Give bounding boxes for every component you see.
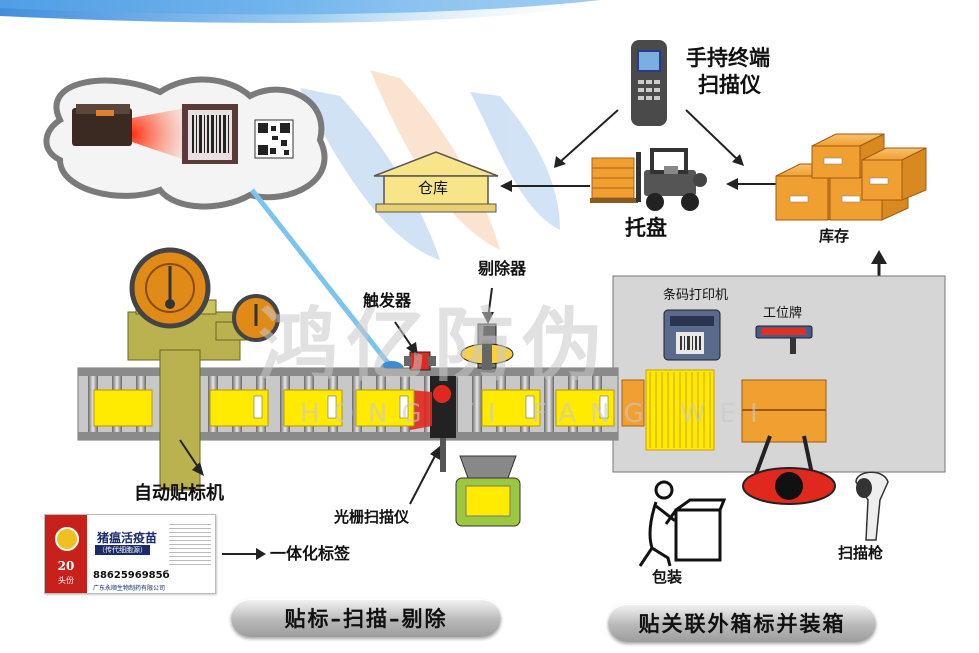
handheld-terminal-label-line1: 手持终端 (686, 46, 770, 70)
conveyor-roller (544, 376, 554, 432)
top-decorative-band-highlight (0, 0, 600, 15)
conveyor-roller (88, 376, 98, 432)
label-product-sub: （传代细胞源） (95, 545, 150, 555)
light-curtain-scanner (410, 376, 456, 472)
pallet-stack-icon (590, 157, 638, 203)
light-curtain-scanner-label: 光栅扫描仪 (334, 508, 410, 526)
worker-top-view-icon (742, 435, 836, 505)
warehouse-label: 仓库 (418, 179, 449, 197)
inventory-label: 库存 (819, 227, 850, 245)
conveyor-roller (472, 376, 482, 432)
integrated-label-label: 一体化标签 (270, 544, 351, 563)
trigger-label: 触发器 (363, 291, 412, 310)
label-product-name: 猪瘟活疫苗 (97, 531, 158, 545)
inventory-boxes-icon (775, 133, 927, 221)
label-unit: 头份 (58, 576, 74, 585)
forklift-icon (636, 148, 707, 211)
auto-labeler-machine (127, 247, 280, 491)
label-phone: 8862596985б (93, 570, 170, 581)
packing-box-on-table (741, 379, 827, 443)
handheld-terminal-label-line2: 扫描仪 (698, 73, 761, 97)
rejector-label: 剔除器 (478, 259, 527, 278)
workstation-sign-icon (755, 325, 813, 354)
conveyor-label-item (481, 389, 541, 427)
watermark-text: 鸿亿防伪 (258, 299, 610, 392)
conveyor-label-item (283, 389, 343, 427)
barcode-printer-icon (663, 309, 721, 361)
watermark-pinyin: HONG YI FANG WEI (300, 399, 772, 429)
scan-gun-label: 扫描枪 (838, 544, 884, 562)
barcode-printer-label: 条码打印机 (663, 288, 729, 303)
barcode-vial-icon (182, 104, 238, 164)
conveyor-label-item (209, 389, 269, 427)
qr-code-icon (254, 119, 294, 159)
box-labeling-packing-button[interactable]: 贴关联外箱标并装箱 (608, 604, 876, 642)
label-company: 广东永顺生物制药有限公司 (93, 585, 166, 592)
packing-label: 包装 (652, 568, 683, 586)
conveyor-label-item (355, 389, 415, 427)
handheld-terminal-icon (631, 40, 667, 126)
label-logo-icon (55, 527, 79, 551)
auto-labeler-label: 自动贴标机 (134, 483, 224, 504)
scan-gun-icon (855, 471, 889, 541)
label-scan-reject-button[interactable]: 贴标–扫描–剔除 (231, 599, 501, 637)
integrated-label-sample: 20 头份 猪瘟活疫苗 （传代细胞源） 8862596985б 广东永顺生物制药… (44, 514, 216, 594)
label-stack (621, 369, 715, 451)
packing-person-icon (638, 480, 727, 567)
conveyor-labels (93, 389, 615, 427)
label-detail-lines (169, 521, 211, 565)
conveyor-label-item (555, 389, 615, 427)
rejector-device (460, 323, 514, 370)
workstation-sign-label: 工位牌 (763, 306, 803, 321)
label-red-stub: 20 头份 (45, 515, 87, 593)
pallet-label: 托盘 (625, 216, 667, 240)
conveyor-label-item (93, 389, 153, 427)
warehouse-icon (373, 151, 499, 213)
label-quantity: 20 (57, 559, 75, 573)
fixed-scanner-icon (72, 104, 185, 160)
trigger-device (404, 351, 436, 371)
scan-beam-line (250, 188, 397, 374)
reject-bin (455, 455, 521, 527)
